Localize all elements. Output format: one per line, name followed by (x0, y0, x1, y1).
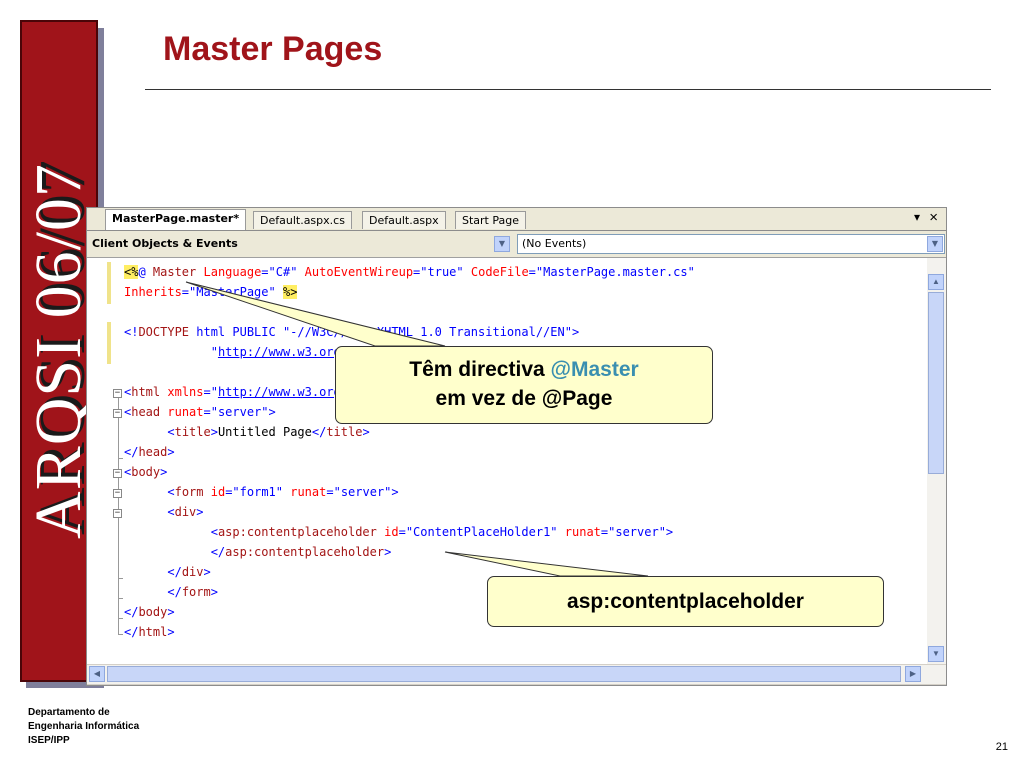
code-line-8: </head> (124, 445, 175, 459)
footer-line-1: Departamento de (28, 707, 110, 718)
master-keyword: @Master (550, 358, 639, 381)
tab-masterpage-master[interactable]: MasterPage.master* (105, 209, 247, 230)
code-line-6: <head runat="server"> (124, 405, 276, 419)
tab-default-aspx[interactable]: Default.aspx (362, 211, 446, 229)
outline-end-tick (118, 634, 123, 635)
code-line-2: Inherits="MasterPage" %> (124, 285, 298, 299)
event-combo[interactable]: (No Events) ▼ (517, 234, 945, 254)
outline-end-tick (118, 618, 123, 619)
collapse-icon[interactable]: − (113, 488, 122, 498)
document-tab-bar: MasterPage.master* Default.aspx.cs Defau… (87, 208, 946, 231)
code-line-11: <div> (167, 505, 204, 519)
footer-line-2: Engenharia Informática (28, 721, 140, 732)
chevron-down-icon[interactable]: ▼ (494, 236, 510, 252)
outline-end-tick (118, 578, 123, 579)
scroll-right-icon[interactable]: ▶ (905, 666, 921, 682)
code-line-13: </asp:contentplaceholder> (210, 545, 392, 559)
vertical-scrollbar[interactable]: ▲ ▼ (927, 258, 946, 664)
vertical-scroll-thumb[interactable] (928, 292, 944, 474)
code-line-3: <!DOCTYPE html PUBLIC "-//W3C//DTD XHTML… (124, 325, 580, 339)
scroll-left-icon[interactable]: ◀ (89, 666, 105, 682)
page-number: 21 (995, 741, 1008, 753)
tab-list-dropdown-icon[interactable]: ▾ (913, 210, 920, 224)
collapse-icon[interactable]: − (113, 408, 122, 418)
tab-default-aspx-cs[interactable]: Default.aspx.cs (253, 211, 352, 229)
code-line-16: </body> (124, 605, 175, 619)
code-line-15: </form> (167, 585, 218, 599)
close-icon[interactable]: × (929, 209, 938, 226)
footer-organization: Departamento de Engenharia Informática I… (28, 706, 139, 748)
collapse-icon[interactable]: − (113, 508, 122, 518)
object-combo-value: Client Objects & Events (92, 237, 238, 250)
object-combo[interactable]: Client Objects & Events ▼ (87, 234, 512, 254)
event-combo-value: (No Events) (522, 237, 587, 250)
chevron-down-icon[interactable]: ▼ (927, 236, 943, 252)
collapse-icon[interactable]: − (113, 468, 122, 478)
code-line-9: <body> (124, 465, 168, 479)
horizontal-scrollbar[interactable]: ◀ ▶ (87, 665, 946, 684)
changed-lines-marker (107, 322, 111, 364)
scroll-up-icon[interactable]: ▲ (928, 274, 944, 290)
code-line-10: <form id="form1" runat="server"> (167, 485, 399, 499)
code-line-1: <%@ Master Language="C#" AutoEventWireup… (124, 265, 695, 279)
directive-callout-line-1: Têm directiva @Master (409, 358, 639, 381)
directive-callout-line-2: em vez de @Page (435, 387, 613, 410)
code-line-14: </div> (167, 565, 211, 579)
course-side-banner: ARQSI 06/07 (20, 20, 98, 682)
horizontal-scroll-thumb[interactable] (107, 666, 901, 682)
footer-line-3: ISEP/IPP (28, 735, 70, 746)
placeholder-callout: asp:contentplaceholder (487, 576, 884, 627)
outline-end-tick (118, 598, 123, 599)
code-line-12: <asp:contentplaceholder id="ContentPlace… (210, 525, 674, 539)
outline-end-tick (118, 458, 123, 459)
tab-start-page[interactable]: Start Page (455, 211, 526, 229)
collapse-icon[interactable]: − (113, 388, 122, 398)
navigation-bar: Client Objects & Events ▼ (No Events) ▼ (87, 231, 946, 258)
scroll-down-icon[interactable]: ▼ (928, 646, 944, 662)
code-line-7: <title>Untitled Page</title> (167, 425, 370, 439)
code-line-17: </html> (124, 625, 175, 639)
slide-title: Master Pages (163, 30, 383, 68)
title-divider (145, 89, 991, 90)
directive-callout: Têm directiva @Master em vez de @Page (335, 346, 713, 424)
changed-lines-marker (107, 262, 111, 304)
